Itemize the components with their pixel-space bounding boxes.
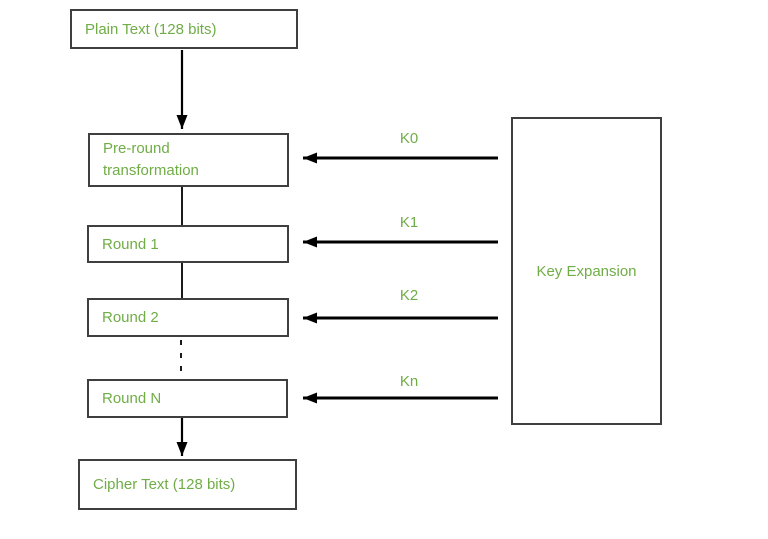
box-plain-text: Plain Text (128 bits)	[70, 9, 298, 49]
key-label-k2: K2	[399, 287, 419, 304]
box-round-n: Round N	[87, 379, 288, 418]
box-round-1: Round 1	[87, 225, 289, 263]
box-key-expansion-label: Key Expansion	[536, 262, 637, 280]
key-label-k1: K1	[399, 214, 419, 231]
box-round-2: Round 2	[87, 298, 289, 337]
box-cipher-text-label: Cipher Text (128 bits)	[93, 476, 236, 493]
box-round-2-label: Round 2	[102, 309, 159, 326]
key-label-kn: Kn	[399, 373, 419, 390]
box-key-expansion: Key Expansion	[511, 117, 662, 425]
box-pre-round-transformation-label: Pre-round transformation	[103, 140, 199, 179]
box-pre-round-transformation: Pre-round transformation	[88, 133, 289, 187]
key-label-k0: K0	[399, 130, 419, 147]
box-plain-text-label: Plain Text (128 bits)	[85, 20, 217, 38]
box-cipher-text: Cipher Text (128 bits)	[78, 459, 297, 510]
box-round-n-label: Round N	[102, 390, 162, 407]
box-round-1-label: Round 1	[102, 235, 159, 253]
